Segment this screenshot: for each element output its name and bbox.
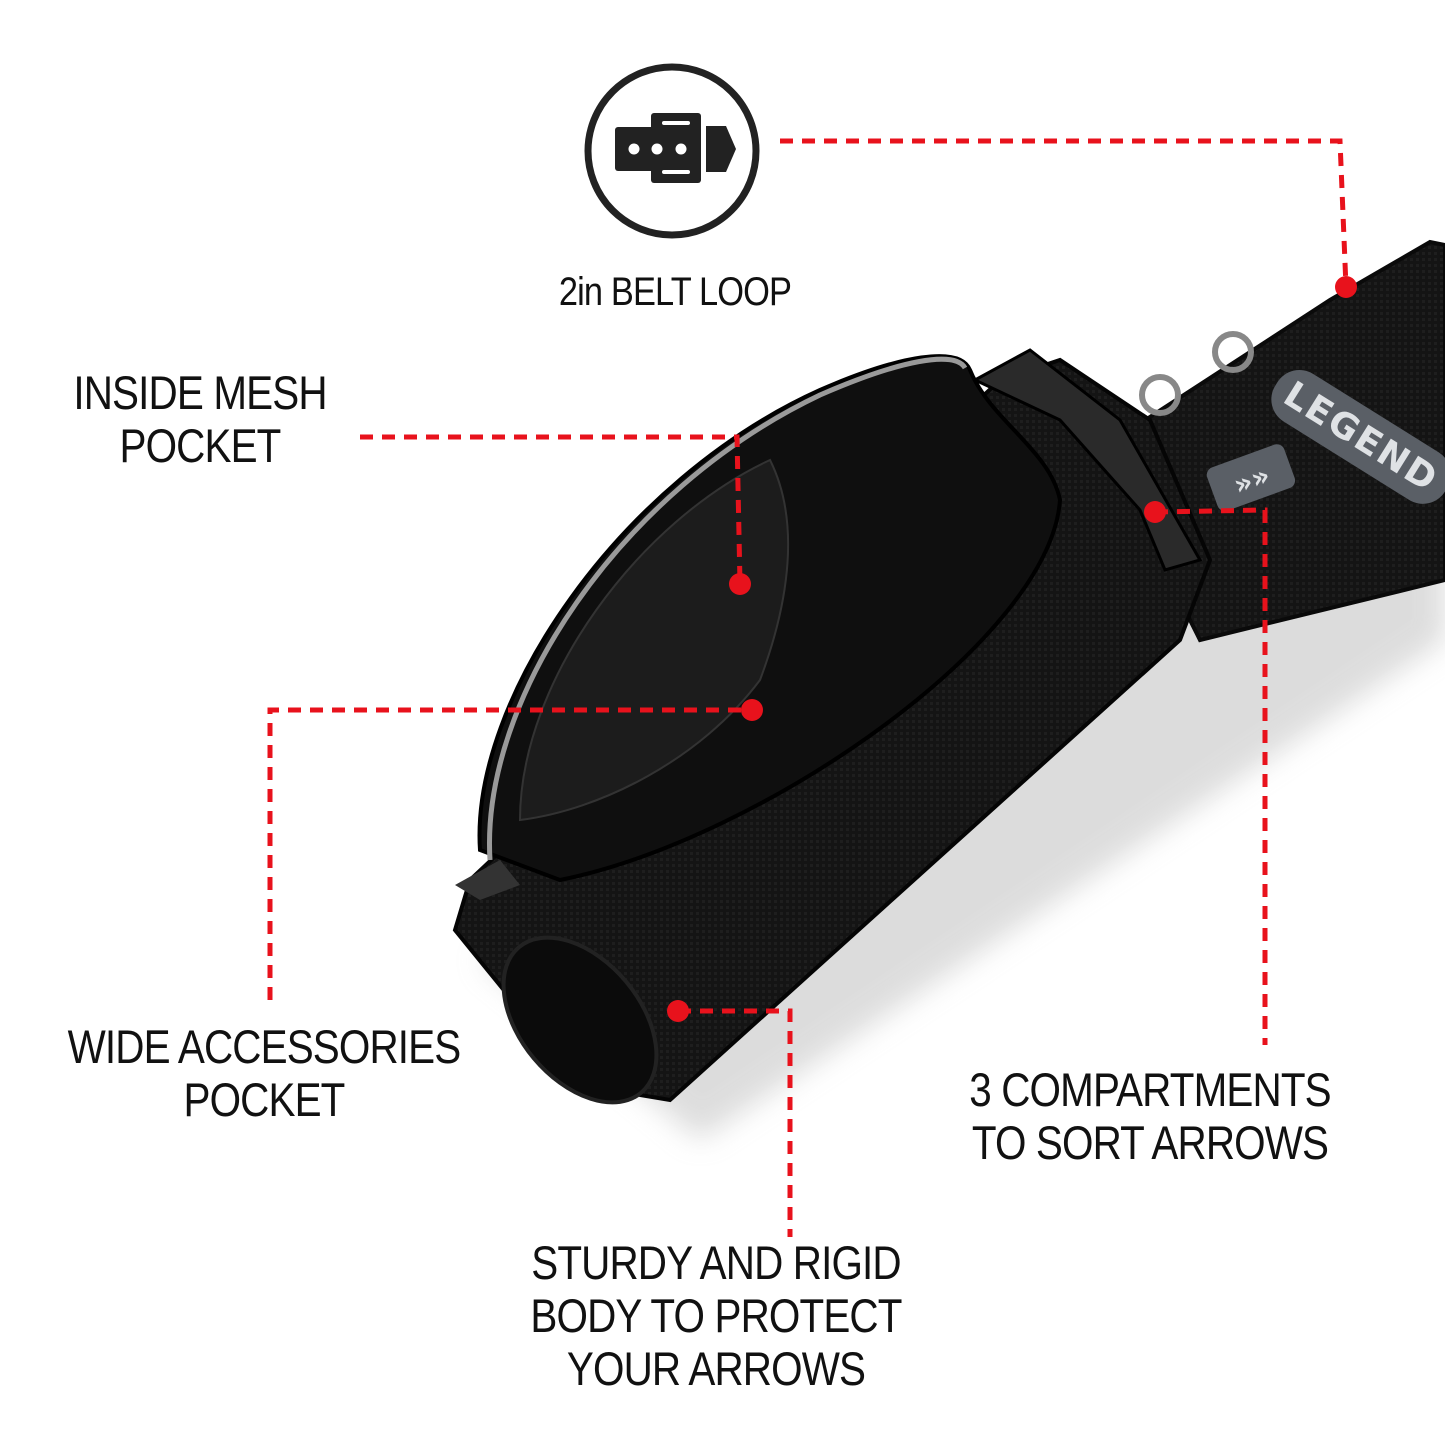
- callout-line-mesh: [360, 434, 743, 585]
- mesh-lining: [518, 458, 790, 822]
- callout-line-body: [678, 1008, 793, 1237]
- belt-buckle-icon: [584, 63, 760, 239]
- callout-text: INSIDE MESH: [73, 366, 327, 419]
- tube-end: [501, 935, 659, 1105]
- callout-text: YOUR ARROWS: [566, 1342, 866, 1395]
- callout-text: POCKET: [119, 419, 281, 472]
- callout-dot: [729, 573, 751, 595]
- callout-compartments: 3 COMPARTMENTS TO SORT ARROWS: [969, 1063, 1331, 1169]
- callout-mesh-pocket: INSIDE MESH POCKET: [73, 366, 327, 472]
- callout-belt-loop: 2in BELT LOOP: [558, 270, 792, 314]
- callout-dot: [1335, 276, 1357, 298]
- callout-text: STURDY AND RIGID: [531, 1236, 901, 1289]
- callout-text: WIDE ACCESSORIES: [67, 1020, 462, 1073]
- leather-collar: [971, 348, 1203, 572]
- d-ring: [1212, 331, 1254, 373]
- d-ring: [1139, 374, 1181, 416]
- callout-text: 3 COMPARTMENTS: [969, 1063, 1331, 1116]
- callout-line-compartments: [1154, 507, 1268, 1045]
- callout-body: STURDY AND RIGID BODY TO PROTECT YOUR AR…: [530, 1236, 902, 1395]
- callout-line-accessories: [267, 707, 752, 1000]
- chevron-patch: »»: [1206, 444, 1296, 512]
- callout-dot: [1144, 501, 1166, 523]
- callout-text: BODY TO PROTECT: [530, 1289, 902, 1342]
- callout-accessories-pocket: WIDE ACCESSORIES POCKET: [67, 1020, 462, 1126]
- callout-text: TO SORT ARROWS: [971, 1116, 1329, 1169]
- callout-text: POCKET: [183, 1073, 345, 1126]
- callout-dot: [741, 699, 763, 721]
- zipper: [487, 356, 968, 861]
- callout-text: 2in BELT LOOP: [558, 270, 792, 314]
- zipper-pull-icon: [455, 860, 520, 900]
- callout-dot: [667, 1000, 689, 1022]
- callout-line-belt: [780, 138, 1349, 288]
